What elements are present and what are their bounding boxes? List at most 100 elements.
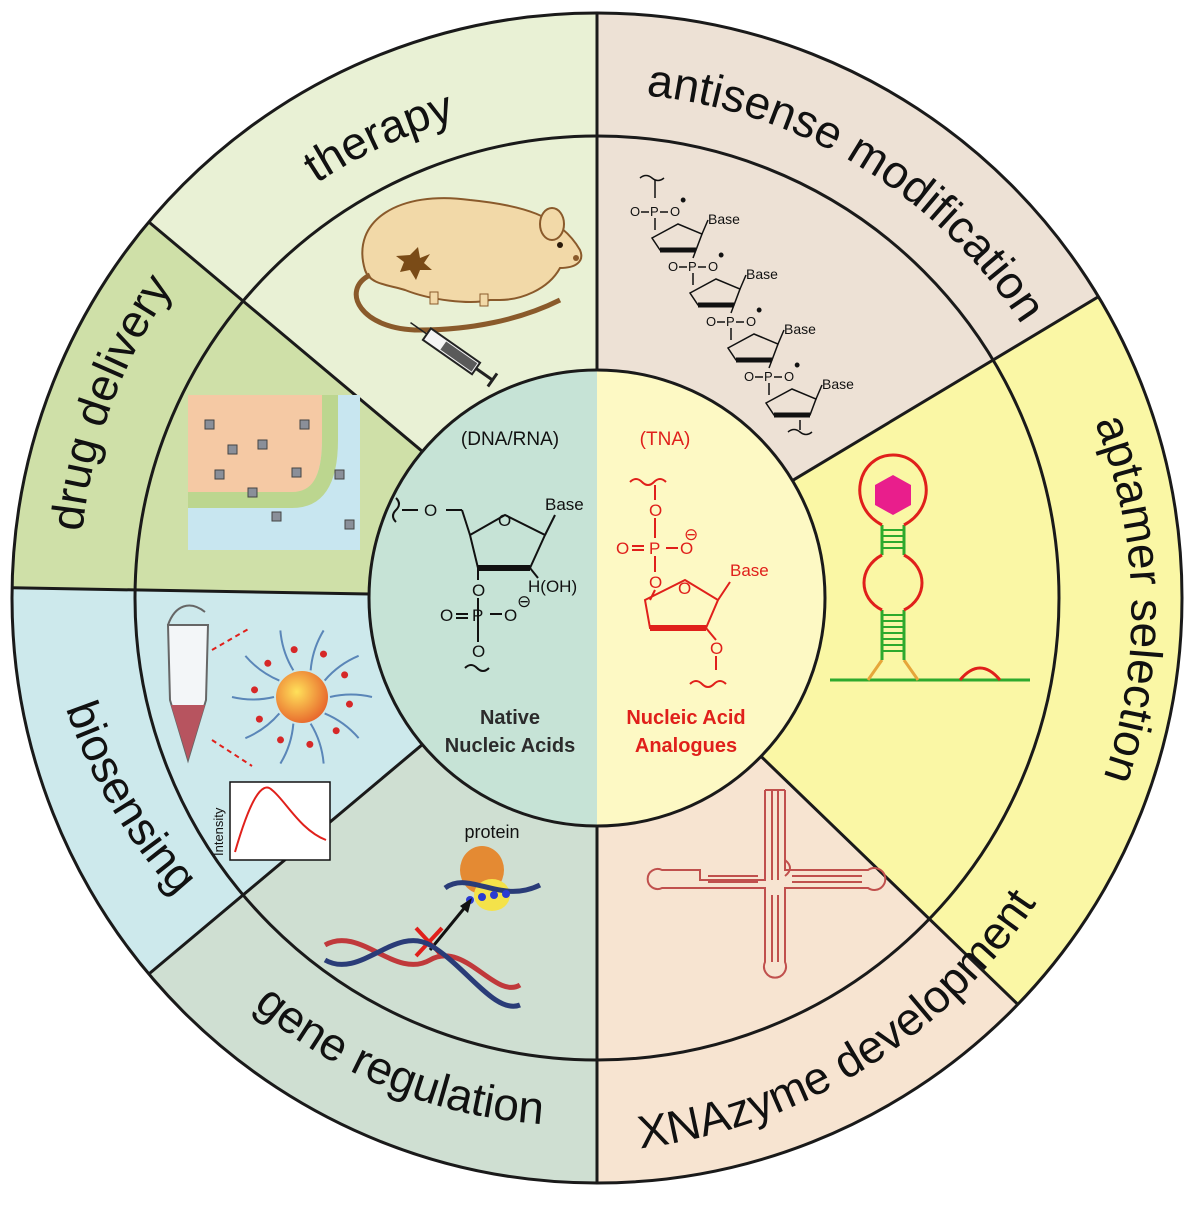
antisense-bond [739, 274, 747, 290]
probe-dot [341, 671, 349, 679]
probe-dot [345, 700, 353, 708]
drug-particle [227, 444, 238, 455]
antisense-base-label: Base [822, 376, 854, 392]
probe-dot [264, 659, 272, 667]
dna-strand [231, 696, 275, 701]
probe-dot [332, 727, 340, 735]
analogue-header: (TNA) [640, 429, 691, 450]
antisense-p-label: P [650, 204, 659, 219]
antisense-bond [777, 329, 785, 345]
antisense-base-label: Base [746, 266, 778, 282]
svg-text:O: O [472, 642, 485, 661]
svg-text:O: O [678, 579, 691, 598]
antisense-bond [815, 384, 823, 400]
antisense-segment [597, 13, 1099, 481]
antisense-bond [650, 223, 703, 251]
antisense-o-label: O [706, 314, 716, 329]
svg-text:O: O [710, 639, 723, 658]
dna-strand [244, 655, 280, 682]
svg-text:H(OH): H(OH) [528, 577, 577, 596]
antisense-bond [730, 304, 735, 314]
probe-dot [306, 740, 314, 748]
drug-delivery-illustration [188, 395, 360, 550]
svg-text:P: P [472, 606, 483, 625]
nanoparticle-icon [276, 671, 328, 723]
probe-dot [251, 686, 259, 694]
analogue-title-line2: Analogues [635, 735, 737, 757]
segment-dividers [12, 13, 1100, 1183]
analogue-core-half [597, 370, 825, 826]
svg-text:P: P [649, 539, 660, 558]
drug-particle [299, 419, 310, 430]
svg-text:O: O [616, 539, 629, 558]
svg-text:O: O [498, 511, 511, 530]
antisense-base-label: Base [708, 211, 740, 227]
xnazyme-segment [597, 756, 1018, 1183]
antisense-p-label: P [726, 314, 735, 329]
segment-divider [759, 755, 1019, 1006]
intensity-plot [229, 781, 331, 861]
dna-strand [279, 630, 295, 671]
drug-particle [257, 439, 268, 450]
antisense-bond [639, 174, 665, 182]
drug-particle [214, 469, 225, 480]
svg-text:O: O [649, 501, 662, 520]
svg-text:O: O [680, 539, 693, 558]
antisense-o-label: O [744, 369, 754, 384]
antisense-charge: • [794, 355, 800, 375]
xnazyme-structure [646, 789, 887, 979]
antisense-bond [726, 333, 779, 361]
svg-text:O: O [472, 581, 485, 600]
antisense-o-label: O [670, 204, 680, 219]
antisense-bond [688, 278, 741, 306]
svg-text:Base: Base [545, 495, 584, 514]
dna-strand [279, 723, 295, 765]
mouse-icon [353, 197, 583, 333]
analogue-title-line1: Nucleic Acid [626, 707, 745, 729]
antisense-o-label: O [746, 314, 756, 329]
segment-divider [12, 586, 370, 596]
intensity-axis-label: Intensity [211, 807, 226, 856]
drug-particle [344, 519, 355, 530]
svg-text:⊖: ⊖ [517, 592, 531, 611]
antisense-base-label: Base [784, 321, 816, 337]
gene-regulation-illustration: protein [323, 822, 542, 1009]
native-header: (DNA/RNA) [461, 429, 559, 450]
tna-structure [629, 478, 731, 688]
segment-divider [147, 220, 424, 453]
protein-label: protein [464, 822, 519, 842]
antisense-bond [692, 249, 697, 259]
antisense-charge: • [756, 300, 762, 320]
aptamer-segment [761, 296, 1182, 1005]
antisense-bond [764, 388, 817, 416]
dna-strand [309, 723, 325, 764]
svg-text:O: O [424, 501, 437, 520]
drug-particle [204, 419, 215, 430]
probe-dot [290, 646, 298, 654]
svg-text:O: O [649, 573, 662, 592]
antisense-charge: • [718, 245, 724, 265]
drug-particle [334, 469, 345, 480]
drug-particle [247, 487, 258, 498]
biosensing-illustration: Intensity [166, 604, 373, 861]
native-nucleotide-labels: O O Base H(OH) O O P O ⊖ O [424, 495, 584, 661]
native-title-line1: Native [480, 707, 540, 729]
probe-dot [255, 715, 263, 723]
native-title-line2: Nucleic Acids [445, 735, 575, 757]
tna-structure-labels: O O P O ⊖ O O Base O [616, 501, 769, 658]
svg-text:O: O [440, 606, 453, 625]
antisense-bond [787, 420, 813, 436]
antisense-o-label: O [784, 369, 794, 384]
dna-strand [324, 712, 360, 739]
center-core [367, 368, 827, 828]
probe-dot [319, 650, 327, 658]
antisense-o-label: O [708, 259, 718, 274]
dna-strand [329, 693, 373, 698]
antisense-o-label: O [668, 259, 678, 274]
drug-particle [291, 467, 302, 478]
svg-text:Base: Base [730, 561, 769, 580]
syringe-icon [410, 322, 499, 388]
